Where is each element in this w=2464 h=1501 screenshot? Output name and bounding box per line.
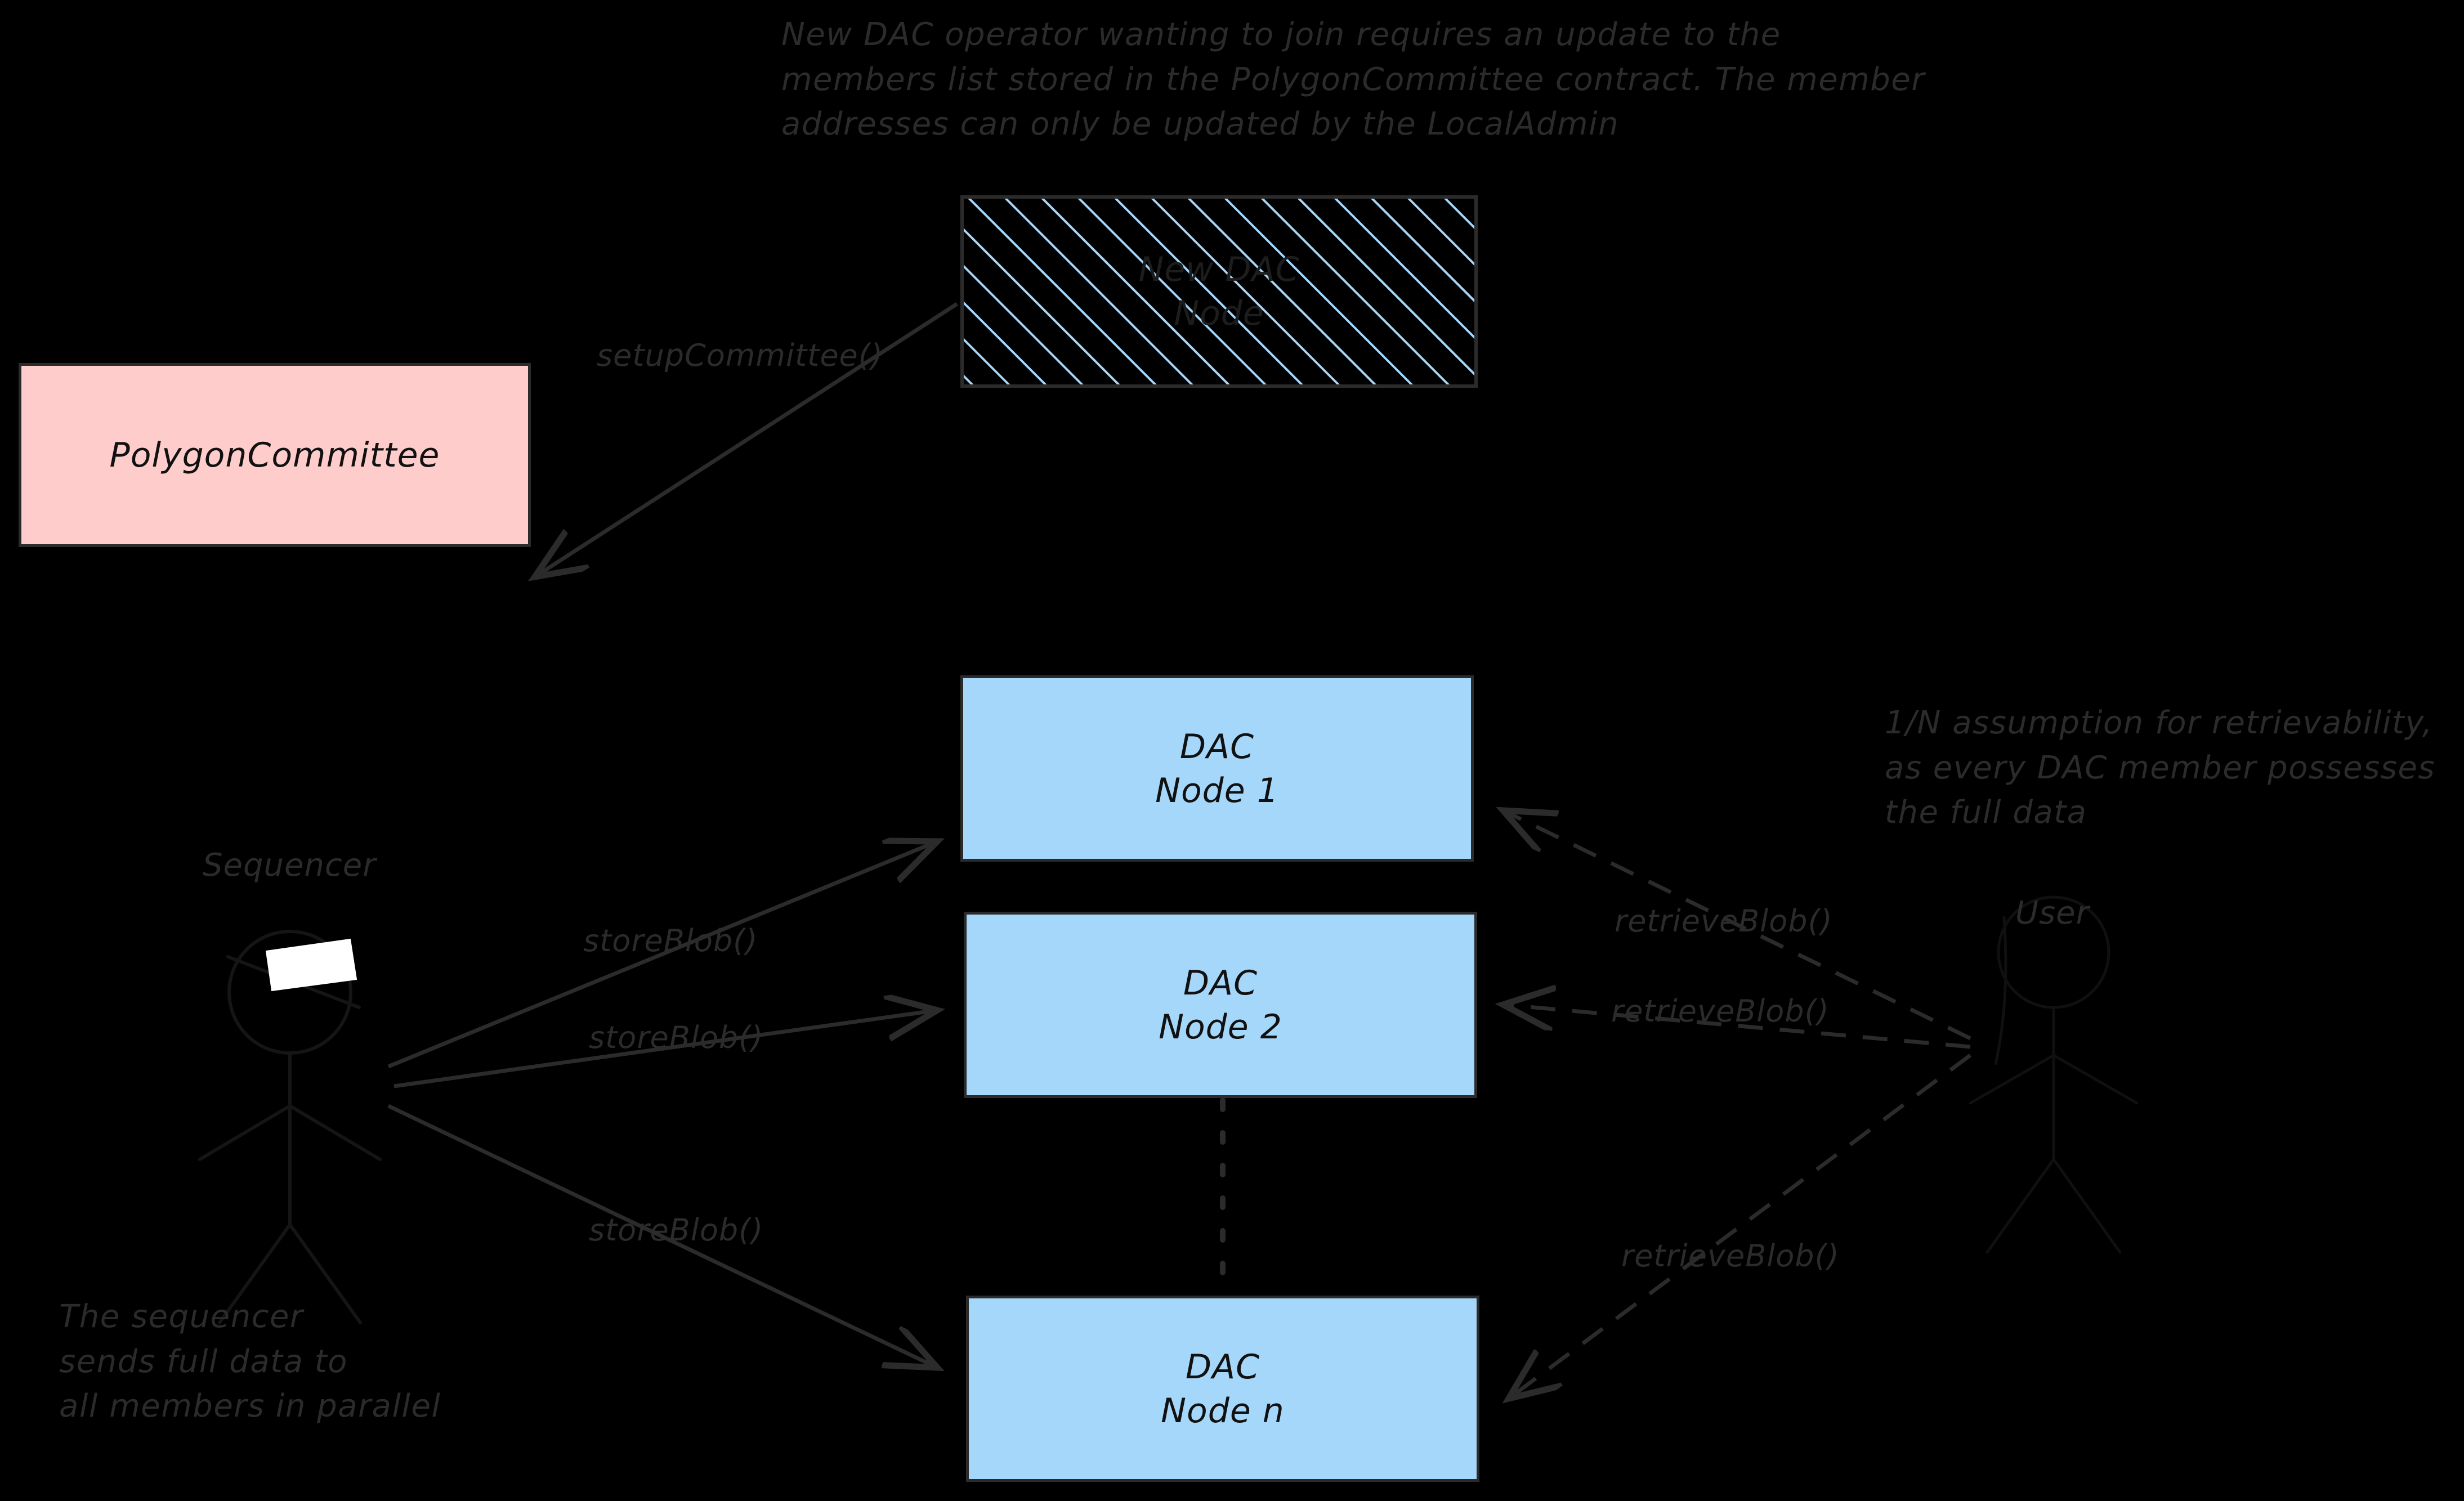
edge-retrieve-blob-1: [1503, 810, 1971, 1041]
note-top: New DAC operator wanting to join require…: [781, 16, 1925, 143]
actor-label-sequencer: Sequencer: [203, 847, 377, 884]
box-dac-node-n[interactable]: DAC Node n: [966, 1296, 1479, 1482]
dac-node-n-line-1: DAC: [1185, 1347, 1260, 1387]
new-dac-node-hatch: [960, 195, 1478, 388]
box-new-dac-node[interactable]: New DAC Node: [962, 197, 1476, 386]
sequencer-badge: [265, 938, 357, 992]
edge-label-retrieve-blob-n: retrieveBlob(): [1621, 1238, 1840, 1274]
polygon-committee-label: PolygonCommittee: [109, 435, 440, 475]
edge-label-store-blob-2: storeBlob(): [589, 1020, 764, 1055]
box-dac-node-1[interactable]: DAC Node 1: [960, 675, 1474, 862]
new-dac-node-line-2: Node: [1174, 294, 1264, 333]
note-bottom-left: The sequencer sends full data to all mem…: [59, 1298, 441, 1425]
edge-store-blob-1: [387, 841, 937, 1069]
new-dac-node-line-1: New DAC: [1138, 250, 1300, 289]
dac-node-1-line-1: DAC: [1179, 727, 1255, 767]
box-dac-node-2[interactable]: DAC Node 2: [964, 912, 1477, 1098]
edge-label-store-blob-1: storeBlob(): [583, 923, 758, 958]
edge-label-retrieve-blob-1: retrieveBlob(): [1615, 903, 1833, 939]
note-right: 1/N assumption for retrievability, as ev…: [1885, 705, 2436, 831]
edge-label-store-blob-n: storeBlob(): [589, 1212, 764, 1248]
dac-node-2-line-1: DAC: [1183, 963, 1258, 1003]
edge-retrieve-blob-2: [1503, 1005, 1971, 1049]
box-polygon-committee[interactable]: PolygonCommittee: [19, 363, 531, 547]
edge-store-blob-2: [393, 1010, 937, 1088]
edge-label-retrieve-blob-2: retrieveBlob(): [1611, 993, 1830, 1029]
sequencer-actor-figure: [198, 930, 382, 1324]
user-actor-figure: [1969, 895, 2139, 1254]
edge-store-blob-n: [387, 1104, 937, 1368]
dac-node-n-line-2: Node n: [1161, 1391, 1285, 1431]
edge-label-setup-committee: setupCommittee(): [597, 338, 883, 373]
actor-label-user: User: [2015, 895, 2090, 931]
dac-node-2-line-2: Node 2: [1159, 1007, 1282, 1047]
edge-setup-committee: [535, 302, 958, 577]
edge-retrieve-blob-n: [1509, 1054, 1972, 1399]
dac-node-1-line-2: Node 1: [1155, 770, 1279, 810]
